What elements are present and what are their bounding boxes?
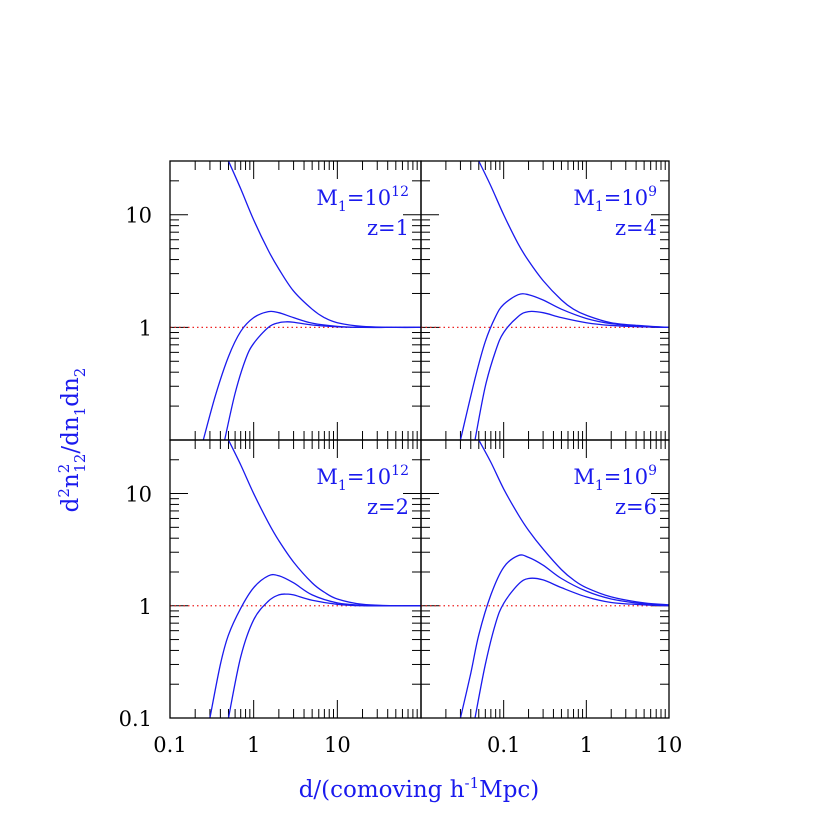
series-curve-3 <box>227 593 421 718</box>
annotation-mass-equals: =10 <box>604 465 648 489</box>
panel-ticks <box>169 439 422 719</box>
x-tick-label: 1 <box>580 733 593 757</box>
series-curve-2 <box>459 293 669 440</box>
y-tick-label: 10 <box>125 204 152 228</box>
x-axis-title-exponent: -1 <box>465 774 480 792</box>
x-axis-title: d/(comoving h-1Mpc) <box>299 774 540 803</box>
y-tick-label: 1 <box>139 316 152 340</box>
annotation-mass-symbol: M <box>573 465 595 489</box>
panel-annotation-redshift: z=4 <box>615 216 657 240</box>
y-axis-title-slash-dn: /dn <box>58 416 84 453</box>
annotation-mass-equals: =10 <box>347 465 391 489</box>
annotation-mass-subscript: 1 <box>338 478 347 494</box>
x-tick-label: 1 <box>247 733 260 757</box>
annotation-mass-symbol: M <box>316 465 338 489</box>
panel-ticks <box>420 160 670 441</box>
y-tick-label: 10 <box>125 483 152 507</box>
series-curve-1 <box>478 161 669 329</box>
annotation-mass-exponent: 12 <box>391 184 409 200</box>
x-tick-label: 0.1 <box>487 733 520 757</box>
annotation-mass-symbol: M <box>316 186 338 210</box>
panel-annotation-mass: M1=109 <box>573 184 657 215</box>
y-axis-title-sub-1: 1 <box>71 407 89 417</box>
annotation-mass-equals: =10 <box>604 186 648 210</box>
annotation-mass-subscript: 1 <box>595 478 604 494</box>
y-axis-title-n: n <box>58 473 84 488</box>
series-curve-1 <box>478 440 669 606</box>
series-curve-2 <box>459 554 669 718</box>
y-axis-title-dn: dn <box>58 377 84 407</box>
series-curve-3 <box>474 310 669 440</box>
x-axis-title-suffix: Mpc) <box>479 777 539 803</box>
panel-curves <box>459 440 669 718</box>
series-curve-1 <box>227 161 421 329</box>
panel-annotation-mass: M1=109 <box>573 463 657 494</box>
annotation-mass-exponent: 12 <box>391 463 409 479</box>
y-axis-title-sup-2b: 2 <box>55 464 73 474</box>
panel-frame <box>420 439 670 719</box>
y-axis-title-sup-2: 2 <box>55 488 73 498</box>
panel-curves <box>202 161 421 440</box>
annotation-mass-exponent: 9 <box>648 184 657 200</box>
annotation-mass-symbol: M <box>573 186 595 210</box>
y-axis-title-sub-2: 2 <box>71 368 89 378</box>
y-tick-label: 0.1 <box>119 707 152 731</box>
series-curve-1 <box>227 440 421 607</box>
panel-annotation-mass: M1=1012 <box>316 184 409 215</box>
panel-annotation-mass: M1=1012 <box>316 463 409 494</box>
series-curve-3 <box>474 577 669 718</box>
panel-annotation-redshift: z=2 <box>367 495 409 519</box>
x-tick-label: 10 <box>324 733 351 757</box>
x-axis-title-prefix: d/(comoving h <box>299 777 465 803</box>
annotation-mass-subscript: 1 <box>338 199 347 215</box>
y-axis-title-d: d <box>58 497 84 512</box>
annotation-mass-subscript: 1 <box>595 199 604 215</box>
y-axis-title: d2n212/dn1dn2 <box>55 368 89 513</box>
panel-curves <box>209 440 421 718</box>
series-curve-3 <box>224 321 421 440</box>
y-tick-label: 1 <box>139 595 152 619</box>
annotation-mass-equals: =10 <box>347 186 391 210</box>
x-tick-label: 10 <box>656 733 683 757</box>
panel-curves <box>459 161 669 440</box>
y-axis-title-sub-12: 12 <box>71 454 89 473</box>
x-tick-label: 0.1 <box>153 733 186 757</box>
panel-annotation-redshift: z=6 <box>615 495 657 519</box>
panel-annotation-redshift: z=1 <box>367 216 409 240</box>
annotation-mass-exponent: 9 <box>648 463 657 479</box>
